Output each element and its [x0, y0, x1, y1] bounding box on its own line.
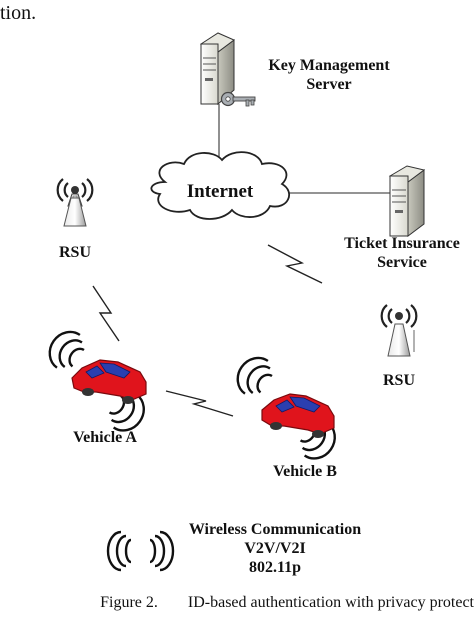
server-icon-kms	[199, 32, 235, 106]
wireless-link-rsu-vehicle-a	[92, 285, 120, 342]
rsu-left-label: RSU	[58, 244, 91, 261]
internet-cloud-icon	[150, 151, 290, 220]
legend-line3: 802.11p	[248, 559, 301, 576]
rsu-antenna-icon-left	[56, 178, 94, 227]
kms-label-line2: Server	[306, 76, 352, 93]
server-icon-tis	[388, 165, 426, 237]
kms-label-line1: Key Management	[268, 57, 390, 74]
legend-line1: Wireless Communication	[188, 521, 362, 538]
header-fragment: tion.	[0, 2, 37, 24]
legend-label: Wireless Communication V2V/V2I 802.11p	[160, 520, 390, 577]
figure-number: Figure 2.	[100, 594, 158, 611]
vehicle-icon-a	[41, 323, 153, 439]
tis-label-line1: Ticket Insurance	[344, 235, 460, 252]
internet-label: Internet	[186, 181, 254, 202]
rsu-antenna-icon-right	[380, 304, 418, 357]
vehicle-icon-b	[229, 349, 344, 467]
tis-label: Ticket Insurance Service	[330, 234, 474, 272]
wireless-legend-icon	[106, 530, 175, 572]
rsu-right-label: RSU	[382, 372, 415, 389]
key-icon	[220, 91, 256, 107]
vehicle-a-label: Vehicle A	[73, 429, 137, 446]
tis-label-line2: Service	[377, 254, 427, 271]
kms-label: Key Management Server	[248, 56, 410, 94]
wireless-link-vehicle-a-b	[165, 390, 234, 417]
caption-text: ID-based authentication with privacy pro…	[187, 594, 474, 611]
figure-caption: Figure 2. ID-based authentication with pr…	[0, 594, 474, 612]
vehicle-b-label: Vehicle B	[273, 463, 337, 480]
legend-line2: V2V/V2I	[244, 540, 306, 557]
wireless-link-internet-rsu	[267, 244, 323, 284]
